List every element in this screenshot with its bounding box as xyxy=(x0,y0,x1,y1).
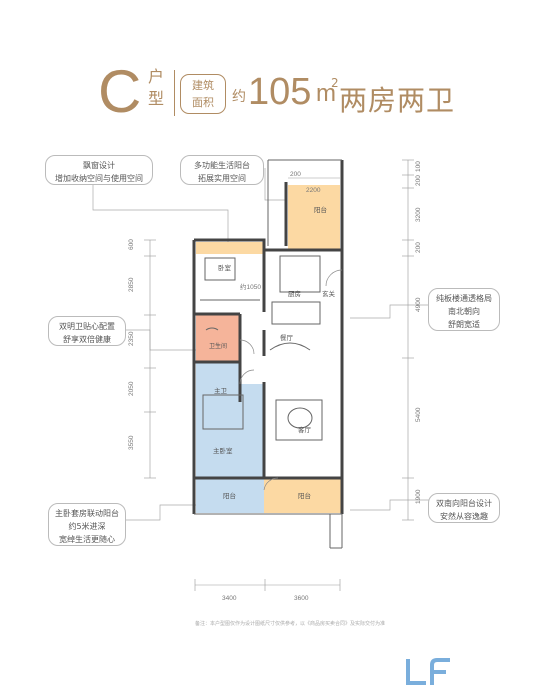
room-label-kitchen: 厨房 xyxy=(288,289,301,298)
dim-left-1: 2850 xyxy=(128,277,135,292)
balcony-bl-fill xyxy=(196,479,264,513)
master-bedroom-fill xyxy=(196,384,264,479)
room-label-bedroom: 卧室 xyxy=(218,263,232,272)
dim-right-5: 5400 xyxy=(415,407,422,422)
area-approx: 约 xyxy=(232,89,246,105)
dim-right-2: 3200 xyxy=(415,207,422,222)
dim-top-2200: 2200 xyxy=(306,187,321,194)
callout-balcony-line2: 拓展实用空间 xyxy=(198,174,246,183)
type-letter: C xyxy=(98,58,142,125)
callout-bay-window-line1: 飘窗设计 xyxy=(83,161,115,170)
dim-inner-1050: 约1050 xyxy=(240,282,261,291)
area-label-badge: 建筑 面积 xyxy=(180,74,226,114)
callout-leaders xyxy=(92,168,430,521)
room-label-balcony-bl: 阳台 xyxy=(223,491,236,500)
callout-bathroom-line2: 舒享双倍健康 xyxy=(63,335,111,344)
thin-walls xyxy=(194,159,343,549)
callout-south-balcony-line1: 双南向阳台设计 xyxy=(436,499,492,508)
callout-bathroom-line1: 双明卫贴心配置 xyxy=(59,322,115,331)
dim-right-4: 4900 xyxy=(415,297,422,312)
lf-logo-icon xyxy=(406,658,450,685)
callout-layout: 纯板楼通透格局 南北朝向 舒朗宽适 xyxy=(428,288,500,331)
dim-right-3: 200 xyxy=(415,242,422,253)
dim-right-0: 100 xyxy=(415,161,422,172)
dim-bottom-0: 3400 xyxy=(222,595,237,602)
dim-right-6: 1900 xyxy=(415,489,422,504)
bathroom-fill xyxy=(196,315,240,361)
dim-left-2: 2350 xyxy=(128,331,135,346)
callout-layout-line2: 南北朝向 xyxy=(448,307,480,316)
callout-balcony: 多功能生活阳台 拓展实用空间 xyxy=(180,155,264,185)
dim-top-200: 200 xyxy=(290,171,301,178)
area-label-line2: 面积 xyxy=(192,96,214,109)
balcony-br-fill xyxy=(264,479,342,513)
callout-layout-line1: 纯板楼通透格局 xyxy=(436,294,492,303)
header-divider xyxy=(174,70,175,116)
callout-south-balcony-line2: 安然从容逸趣 xyxy=(440,512,488,521)
door-swings xyxy=(239,269,343,491)
callout-bay-window: 飘窗设计 增加收纳空间与使用空间 xyxy=(45,155,153,185)
area-number: 105 xyxy=(248,71,312,113)
callout-layout-line3: 舒朗宽适 xyxy=(448,320,480,329)
callout-master-balcony-line1: 主卧套房联动阳台 xyxy=(55,509,119,518)
callout-master-balcony-line3: 宽绰生活更随心 xyxy=(59,535,115,544)
dim-left-0: 600 xyxy=(128,239,135,250)
type-subtitle: 户型 xyxy=(147,67,164,108)
balcony-top-fill xyxy=(288,185,340,250)
dim-left-3: 2050 xyxy=(128,381,135,396)
dim-bottom-1: 3600 xyxy=(294,595,309,602)
area-label-line1: 建筑 xyxy=(192,79,214,92)
callout-bathroom: 双明卫贴心配置 舒享双倍健康 xyxy=(48,316,126,346)
layout-name: 两房两卫 xyxy=(339,84,456,117)
callout-bay-window-line2: 增加收纳空间与使用空间 xyxy=(55,174,143,183)
room-label-balcony-br: 阳台 xyxy=(298,491,311,500)
room-label-balcony-top: 阳台 xyxy=(314,205,327,214)
dim-left-4: 3550 xyxy=(128,435,135,450)
callout-south-balcony: 双南向阳台设计 安然从容逸趣 xyxy=(428,493,500,523)
room-label-entrance: 玄关 xyxy=(322,289,336,298)
room-label-master-bath: 主卫 xyxy=(214,386,228,395)
room-label-living: 客厅 xyxy=(298,425,312,434)
room-label-master-bedroom: 主卧室 xyxy=(213,446,233,455)
dimension-lines xyxy=(144,159,414,591)
walls xyxy=(192,160,344,514)
bay-window-fill xyxy=(196,242,264,254)
dim-right-1: 200 xyxy=(415,175,422,186)
callout-master-balcony-line2: 约5米进深 xyxy=(68,522,106,531)
callout-balcony-line1: 多功能生活阳台 xyxy=(194,161,250,170)
area-unit-superscript: 2 xyxy=(331,76,339,90)
footnote: 备注：本户型图仅作为设计图纸尺寸仅供参考，以《商品房买卖合同》及实际交付为准 xyxy=(194,621,385,627)
area-unit: m xyxy=(316,80,336,107)
callout-master-balcony: 主卧套房联动阳台 约5米进深 宽绰生活更随心 xyxy=(48,503,126,546)
room-label-bath: 卫生间 xyxy=(209,342,227,350)
room-label-dining: 餐厅 xyxy=(280,333,294,342)
